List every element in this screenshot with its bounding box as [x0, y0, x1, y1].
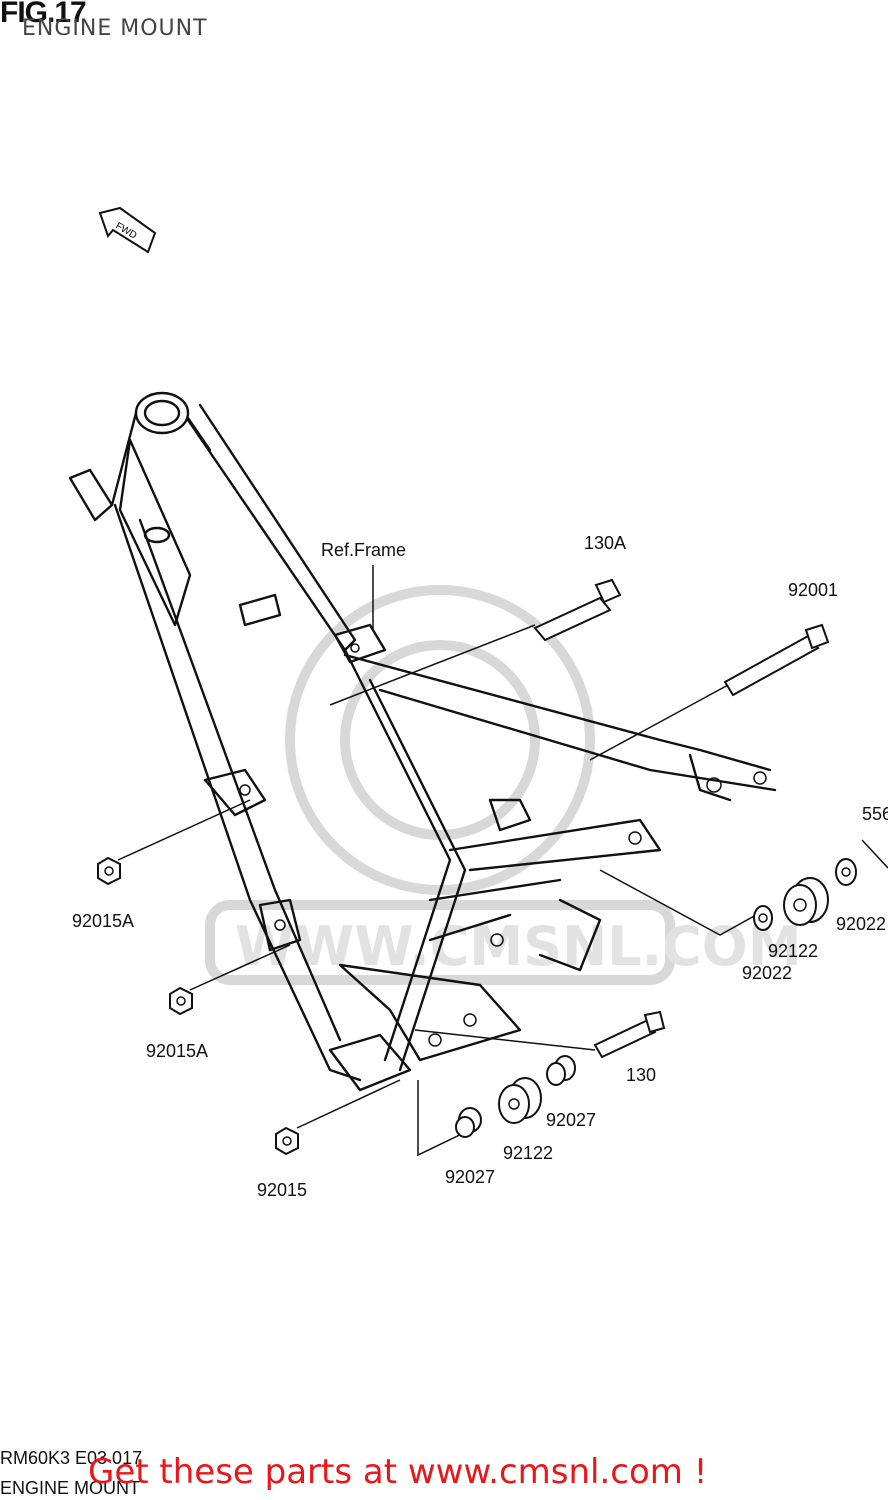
fwd-arrow-icon: FWD — [98, 206, 157, 254]
washer-92022-right-icon — [835, 858, 857, 886]
bushing-92122-right-icon — [783, 877, 829, 926]
watermark-text: WWW.CMSNL.COM — [235, 915, 801, 978]
label-92027-upper: 92027 — [546, 1110, 596, 1130]
leader-lines — [117, 565, 766, 1157]
label-92022-left: 92022 — [742, 963, 792, 983]
bushing-92122-lower-icon — [498, 1077, 542, 1124]
label-130a: 130A — [584, 533, 626, 553]
figure-subtitle: ENGINE MOUNT — [22, 16, 208, 41]
label-92022-right: 92022 — [836, 914, 886, 934]
label-ref-frame: Ref.Frame — [321, 540, 406, 560]
label-92027-lower: 92027 — [445, 1167, 495, 1187]
label-92015a-upper: 92015A — [72, 911, 134, 931]
bolt-130-icon — [593, 1010, 666, 1059]
washer-92022-left-icon — [753, 905, 773, 931]
pin-556-icon — [861, 839, 888, 869]
bolt-130a-icon — [533, 578, 622, 642]
label-556: 556 — [862, 804, 888, 824]
watermark: WWW.CMSNL.COM — [205, 585, 801, 985]
label-92122-lower: 92122 — [503, 1143, 553, 1163]
label-92122-right: 92122 — [768, 941, 818, 961]
nut-92015a-lower-icon — [169, 986, 193, 1016]
collar-92027-lower-icon — [455, 1107, 482, 1138]
bolt-92001-icon — [723, 623, 830, 697]
label-130: 130 — [626, 1065, 656, 1085]
motorcycle-frame — [68, 391, 777, 1092]
label-92015a-lower: 92015A — [146, 1041, 208, 1061]
diagram-code: RM60K3 E03 017 — [0, 1448, 143, 1468]
nut-92015-icon — [275, 1126, 299, 1156]
promo-link[interactable]: Get these parts at www.cmsnl.com ! — [88, 1452, 708, 1492]
figure-number: FIG.17 — [0, 0, 87, 29]
nut-92015a-upper-icon — [97, 856, 121, 886]
collar-92027-upper-icon — [546, 1055, 576, 1086]
label-92001: 92001 — [788, 580, 838, 600]
diagram-name: ENGINE MOUNT — [0, 1478, 141, 1498]
label-92015: 92015 — [257, 1180, 307, 1200]
